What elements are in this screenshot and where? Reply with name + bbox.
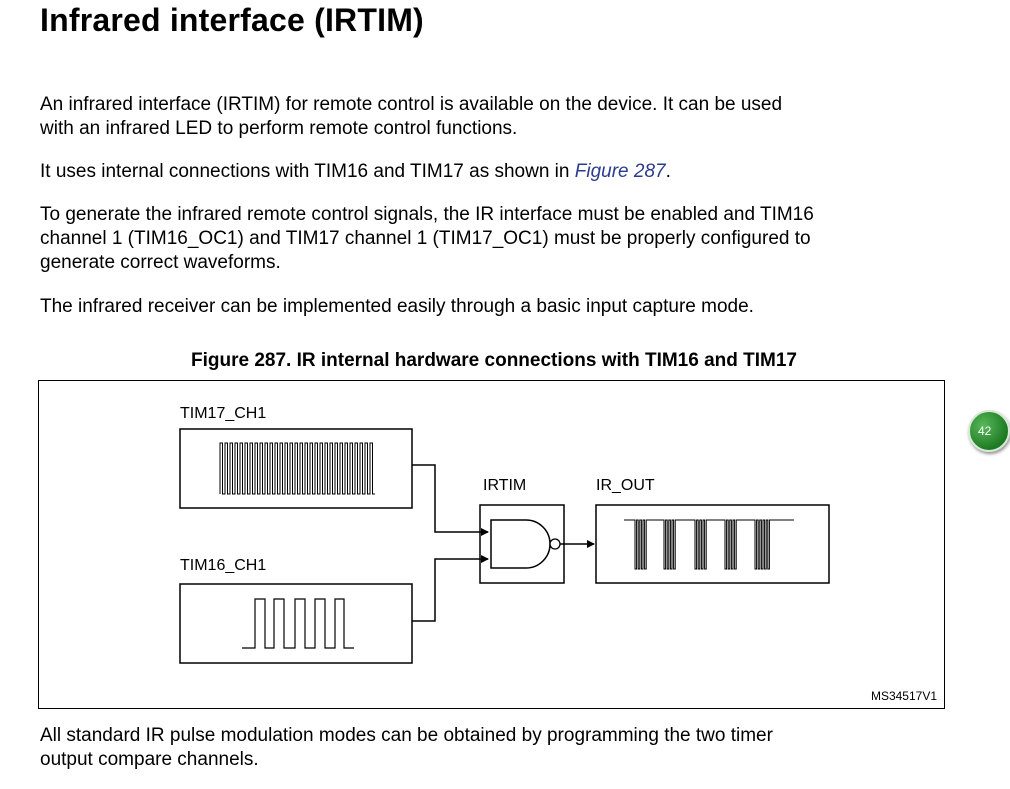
tim17-waveform xyxy=(219,442,375,495)
tim16-label: TIM16_CH1 xyxy=(180,557,266,574)
paragraph-line: An infrared interface (IRTIM) for remote… xyxy=(40,94,783,115)
paragraph-line: with an infrared LED to perform remote c… xyxy=(40,118,518,139)
figure-code: MS34517V1 xyxy=(871,689,937,703)
tim16-wire xyxy=(412,555,489,622)
irout-waveform xyxy=(624,519,794,570)
paragraph-line: channel 1 (TIM16_OC1) and TIM17 channel … xyxy=(40,228,811,249)
figure-caption: Figure 287. IR internal hardware connect… xyxy=(190,350,797,371)
paragraph-line: All standard IR pulse modulation modes c… xyxy=(40,725,773,746)
generation-paragraph: To generate the infrared remote control … xyxy=(40,203,814,275)
ir-diagram: TIM17_CH1 TIM16_CH1 IRTIM IR_OUT MS34517… xyxy=(179,405,937,703)
tim17-label: TIM17_CH1 xyxy=(180,405,266,422)
inverter-bubble-icon xyxy=(549,538,561,550)
receiver-paragraph: The infrared receiver can be implemented… xyxy=(40,296,754,317)
nand-gate-icon xyxy=(490,519,551,569)
page-badge-label: 42 xyxy=(978,424,992,438)
page-badge-icon[interactable]: 42 xyxy=(968,410,1010,452)
paragraph-text: It uses internal connections with TIM16 … xyxy=(40,161,575,182)
intro-paragraph: An infrared interface (IRTIM) for remote… xyxy=(40,93,782,141)
paragraph-text: . xyxy=(665,161,671,182)
irout-label: IR_OUT xyxy=(596,477,655,494)
irtim-label: IRTIM xyxy=(483,477,526,494)
figure-287: TIM17_CH1 TIM16_CH1 IRTIM IR_OUT MS34517… xyxy=(38,380,945,709)
irout-block xyxy=(595,504,830,584)
tim16-waveform xyxy=(242,598,354,649)
tim17-block xyxy=(179,428,413,509)
paragraph-line: generate correct waveforms. xyxy=(40,252,281,273)
connections-paragraph: It uses internal connections with TIM16 … xyxy=(40,160,671,184)
figure-287-link[interactable]: Figure 287 xyxy=(574,161,666,182)
paragraph-line: To generate the infrared remote control … xyxy=(40,204,814,225)
modulation-paragraph: All standard IR pulse modulation modes c… xyxy=(40,724,773,772)
section-title: Infrared interface (IRTIM) xyxy=(40,2,424,38)
tim17-wire xyxy=(412,464,489,536)
paragraph-line: output compare channels. xyxy=(40,749,259,770)
tim16-block xyxy=(179,583,413,664)
